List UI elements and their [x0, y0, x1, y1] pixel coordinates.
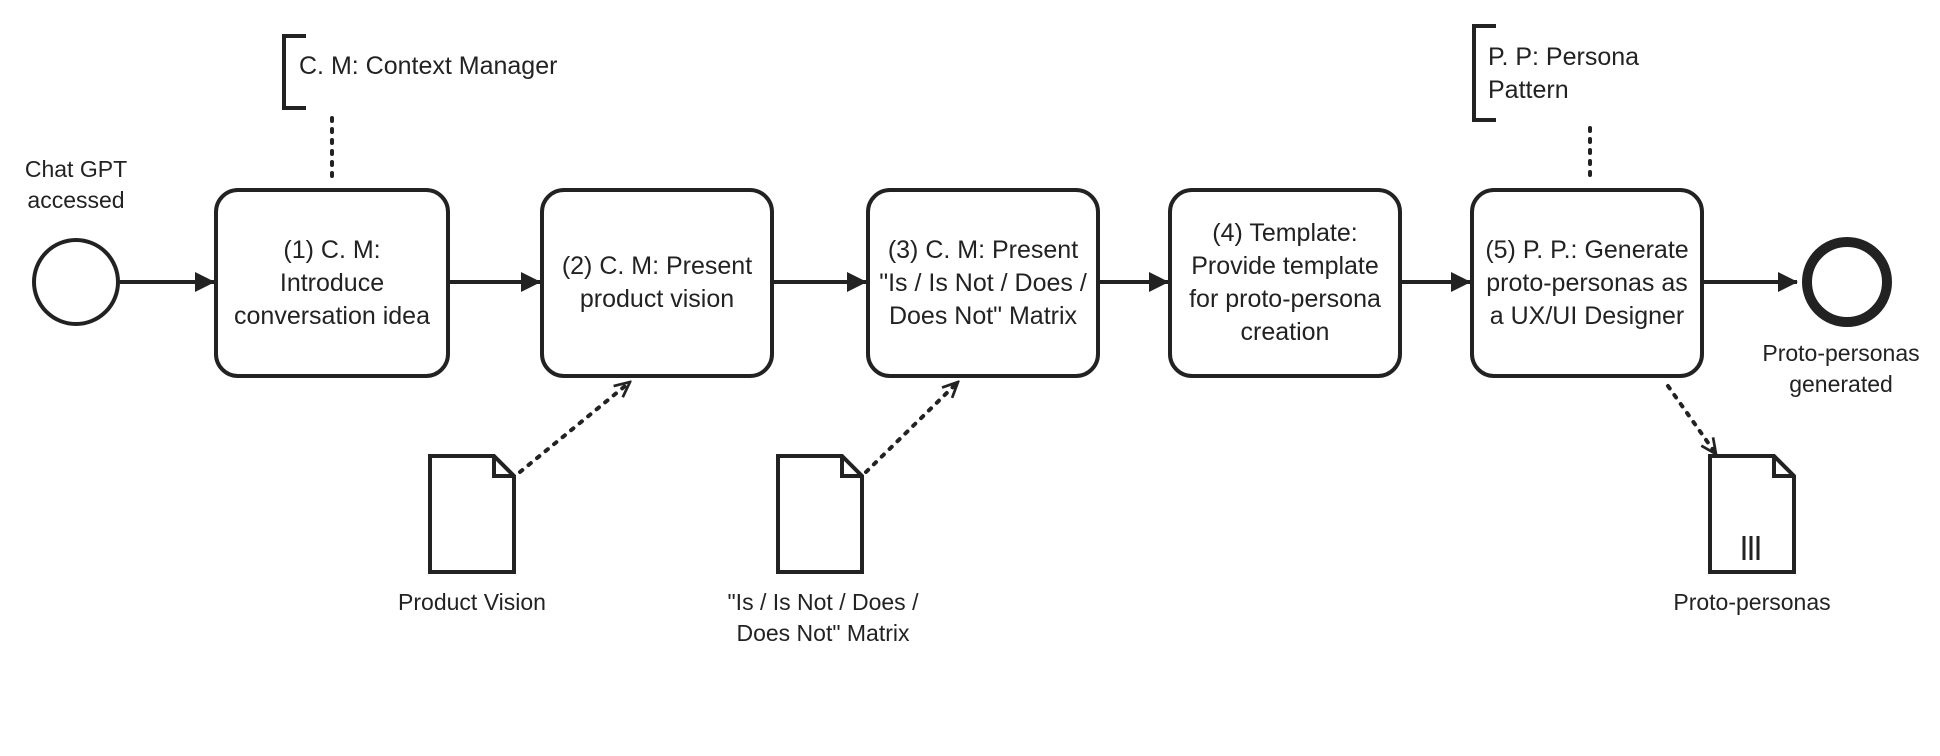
annotation-bracket-pp [1472, 24, 1496, 122]
annotation-persona-pattern: P. P: Persona Pattern [1488, 43, 1640, 104]
data-association-product-vision [518, 382, 630, 474]
task-1 [214, 188, 450, 378]
task-5-label: (5) P. P.: Generate proto-personas as a … [1485, 235, 1689, 330]
start-event-label: Chat GPT accessed [24, 156, 128, 213]
collection-document-icon [1708, 454, 1796, 574]
data-association-proto-personas [1666, 384, 1718, 454]
annotation-bracket-cm [282, 34, 306, 110]
task-4 [1168, 188, 1402, 378]
data-object-matrix-label: "Is / Is Not / Does / Does Not" Matrix [727, 589, 919, 646]
end-event [1802, 237, 1892, 327]
task-1-label: (1) C. M: Introduce conversation idea [234, 235, 430, 330]
document-icon [776, 454, 864, 574]
task-4-label: (4) Template: Provide template for proto… [1189, 219, 1381, 346]
data-object-proto-personas-label: Proto-personas [1673, 589, 1831, 615]
data-association-matrix [864, 382, 958, 474]
document-icon [428, 454, 516, 574]
annotation-context-manager: C. M: Context Manager [299, 52, 558, 80]
task-2-label: (2) C. M: Present product vision [561, 252, 753, 313]
data-object-product-vision-label: Product Vision [398, 589, 546, 615]
task-3-label: (3) C. M: Present "Is / Is Not / Does / … [879, 235, 1087, 330]
task-5 [1470, 188, 1704, 378]
task-3 [866, 188, 1100, 378]
task-2 [540, 188, 774, 378]
end-event-label: Proto-personas generated [1762, 340, 1920, 397]
start-event [32, 238, 120, 326]
